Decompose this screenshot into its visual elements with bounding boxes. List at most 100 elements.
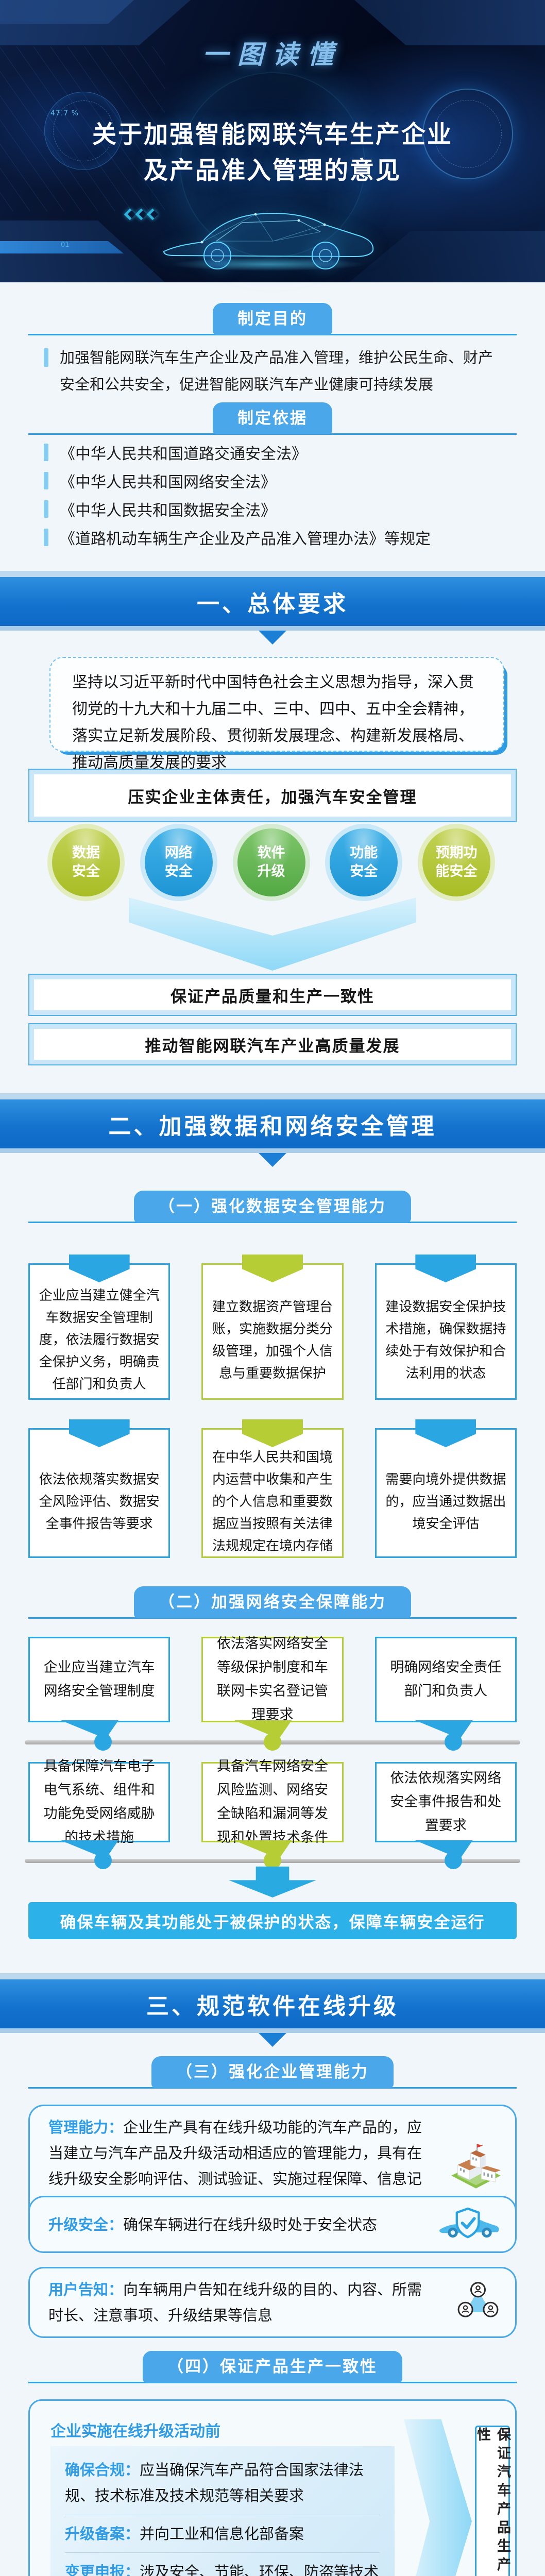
- law-text: 《中华人民共和国数据安全法》: [60, 502, 276, 520]
- section2-conclusion-bar: 确保车辆及其功能处于被保护的状态，保障车辆安全运行: [28, 1902, 517, 1939]
- sub4-tab: （四）保证产品生产一致性: [143, 2351, 402, 2383]
- sub3-tab: （三）强化企业管理能力: [151, 2056, 394, 2088]
- upgrade-safety-card: 升级安全：确保车辆进行在线升级时处于安全状态: [28, 2196, 517, 2253]
- callout-tail-icon: [234, 1720, 292, 1739]
- arrow-pentagon-icon: [69, 1419, 130, 1447]
- card: 具备保障汽车电子电气系统、组件和功能免受网络威胁的技术措施: [28, 1758, 171, 1859]
- card: 企业应当建立汽车网络安全管理制度: [28, 1637, 171, 1739]
- outcome-text-1: 保证产品质量和生产一致性: [34, 979, 511, 1010]
- bubble-network-security: 网络安全: [144, 828, 213, 896]
- page-title-line2: 及产品准入管理的意见: [144, 157, 401, 185]
- basis-tab: 制定依据: [213, 402, 332, 434]
- arrow-pentagon-icon: [242, 1255, 303, 1282]
- section2-banner: 二、加强数据和网络安全管理: [0, 1093, 545, 1167]
- card-label: 升级安全：: [48, 2215, 124, 2233]
- purpose-tab: 制定目的: [213, 303, 332, 335]
- card: 建设数据安全保护技术措施，确保数据持续处于有效保护和合法利用的状态: [374, 1255, 517, 1400]
- hud-percent-value: 47.7 %: [50, 109, 79, 117]
- user-notification-card: 用户告知：向车辆用户告知在线升级的目的、内容、所需时长、注意事项、升级结果等信息: [28, 2267, 517, 2338]
- list-item: 《中华人民共和国数据安全法》: [44, 498, 513, 520]
- purpose-text: 加强智能网联汽车生产企业及产品准入管理，维护公民生命、财产安全和公共安全，促进智…: [60, 349, 493, 393]
- corner-accent-bar: [0, 241, 124, 253]
- panel-entry: 确保合规：应当确保汽车产品符合国家法律法规、技术标准及技术规范等相关要求: [65, 2461, 364, 2505]
- section1-banner-title: 一、总体要求: [0, 577, 545, 626]
- law-text: 《中华人民共和国网络安全法》: [60, 473, 276, 492]
- list-item: 《道路机动车辆生产企业及产品准入管理办法》等规定: [44, 526, 513, 549]
- callout-tail-icon: [234, 1840, 292, 1859]
- card: 依法依规落实数据安全风险评估、数据安全事件报告等要求: [28, 1419, 171, 1558]
- outcome-box-1: 保证产品质量和生产一致性: [28, 974, 517, 1016]
- statement-text: 压实企业主体责任，加强汽车安全管理: [34, 774, 511, 817]
- card-label: 管理能力：: [48, 2119, 124, 2136]
- sub1-tab: （一）强化数据安全管理能力: [134, 1191, 411, 1223]
- timeline-dot-icon: [264, 1852, 281, 1869]
- card: 建立数据资产管理台账，实施数据分类分级管理，加强个人信息与重要数据保护: [201, 1255, 344, 1400]
- big-down-arrow-icon: [129, 897, 416, 971]
- users-icon: [453, 2280, 503, 2325]
- wireframe-car-icon: [155, 175, 381, 278]
- law-text: 《中华人民共和国道路交通安全法》: [60, 445, 307, 463]
- sub3-tab-row: （三）强化企业管理能力: [28, 2055, 517, 2089]
- basis-tab-row: 制定依据: [28, 401, 517, 435]
- bullet-bar-icon: [44, 348, 48, 367]
- bubble-expected-functional-safety: 预期功能安全: [422, 828, 490, 896]
- banner-notch-icon: [259, 2033, 286, 2047]
- purpose-tab-row: 制定目的: [28, 301, 517, 335]
- car-ground-glow: [170, 258, 366, 271]
- timeline-dot-icon: [445, 1733, 462, 1751]
- section3-banner-title: 三、规范软件在线升级: [0, 1979, 545, 2028]
- list-item: 《中华人民共和国网络安全法》: [44, 469, 513, 492]
- basis-list: 《中华人民共和国道路交通安全法》 《中华人民共和国网络安全法》 《中华人民共和国…: [44, 441, 513, 554]
- timeline-dot-icon: [445, 1852, 462, 1869]
- timeline-dot-icon: [94, 1733, 112, 1751]
- buildings-icon: [449, 2140, 503, 2192]
- tagline: 一图读懂: [202, 40, 343, 70]
- car-shield-icon: [437, 2207, 503, 2243]
- banner-notch-icon: [259, 631, 286, 645]
- bubble-functional-safety: 功能安全: [330, 828, 398, 896]
- sub4-tab-row: （四）保证产品生产一致性: [28, 2349, 517, 2383]
- card: 依法依规落实网络安全事件报告和处置要求: [374, 1762, 517, 1859]
- timeline-dot-icon: [94, 1852, 112, 1869]
- sub2-tab-row: （二）加强网络安全保障能力: [28, 1585, 517, 1619]
- card-text: 确保车辆进行在线升级时处于安全状态: [123, 2215, 378, 2233]
- timeline-bar: [25, 1852, 520, 1869]
- outcome-text-2: 推动智能网联汽车产业高质量发展: [34, 1029, 511, 1060]
- outcome-box-2: 推动智能网联汽车产业高质量发展: [28, 1023, 517, 1065]
- list-item: 《中华人民共和国道路交通安全法》: [44, 441, 513, 464]
- sub2-tab: （二）加强网络安全保障能力: [134, 1586, 411, 1618]
- data-security-cards-row1: 企业应当建立健全汽车数据安全管理制度，依法履行数据安全保护义务，明确责任部门和负…: [28, 1255, 517, 1400]
- card-label: 用户告知：: [48, 2281, 124, 2298]
- panel-entry: 升级备案：并向工业和信息化部备案: [65, 2524, 304, 2543]
- timeline-bar: [25, 1733, 520, 1751]
- arrow-pentagon-icon: [242, 1419, 303, 1447]
- corner-band-top-left-inner: [0, 0, 134, 24]
- hero-header: 47.7 % 01 一图读懂 关于加强智能网联汽车生产企业 及产品准入管理的意见: [0, 0, 545, 282]
- consistency-side-banner: 保证汽车产品生产一致性: [474, 2426, 510, 2576]
- card-text: 向车辆用户告知在线升级的目的、内容、所需时长、注意事项、升级结果等信息: [48, 2281, 422, 2324]
- arrow-pentagon-icon: [69, 1255, 130, 1282]
- card-text: 企业生产具有在线升级功能的汽车产品的，应当建立与汽车产品及升级活动相适应的管理能…: [48, 2119, 422, 2213]
- safety-bubble-row: 数据安全 网络安全 软件升级 功能安全 预期功能安全: [52, 828, 490, 897]
- statement-box: 压实企业主体责任，加强汽车安全管理: [28, 769, 517, 822]
- consistency-pre-title: 企业实施在线升级活动前: [50, 2422, 220, 2441]
- sub1-tab-row: （一）强化数据安全管理能力: [28, 1189, 517, 1223]
- network-security-cards-row2: 具备保障汽车电子电气系统、组件和功能免受网络威胁的技术措施 具备汽车网络安全风险…: [28, 1758, 517, 1859]
- card: 具备汽车网络安全风险监测、网络安全缺陷和漏洞等发现和处置技术条件: [201, 1758, 344, 1859]
- hud-gauge-right-icon: [422, 89, 513, 179]
- consistency-card: 企业实施在线升级活动前 确保合规：应当确保汽车产品符合国家法律法规、技术标准及技…: [28, 2399, 517, 2576]
- bubble-data-security: 数据安全: [52, 828, 120, 896]
- banner-notch-icon: [259, 1153, 286, 1167]
- arrow-pentagon-icon: [415, 1419, 476, 1447]
- page-title-line1: 关于加强智能网联汽车生产企业: [92, 121, 453, 149]
- chevron-left-icons: [124, 208, 159, 221]
- consistency-panel: 确保合规：应当确保汽车产品符合国家法律法规、技术标准及技术规范等相关要求 升级备…: [50, 2446, 395, 2576]
- arrow-pentagon-icon: [415, 1255, 476, 1282]
- right-arrow-icon: [404, 2419, 472, 2576]
- down-arrow-icon: [229, 1867, 316, 1897]
- hud-gauge-left-icon: [44, 92, 123, 170]
- bullet-bar-icon: [44, 500, 48, 518]
- glow-ring-icon: [180, 72, 365, 258]
- section1-banner: 一、总体要求: [0, 571, 545, 645]
- bullet-bar-icon: [44, 472, 48, 489]
